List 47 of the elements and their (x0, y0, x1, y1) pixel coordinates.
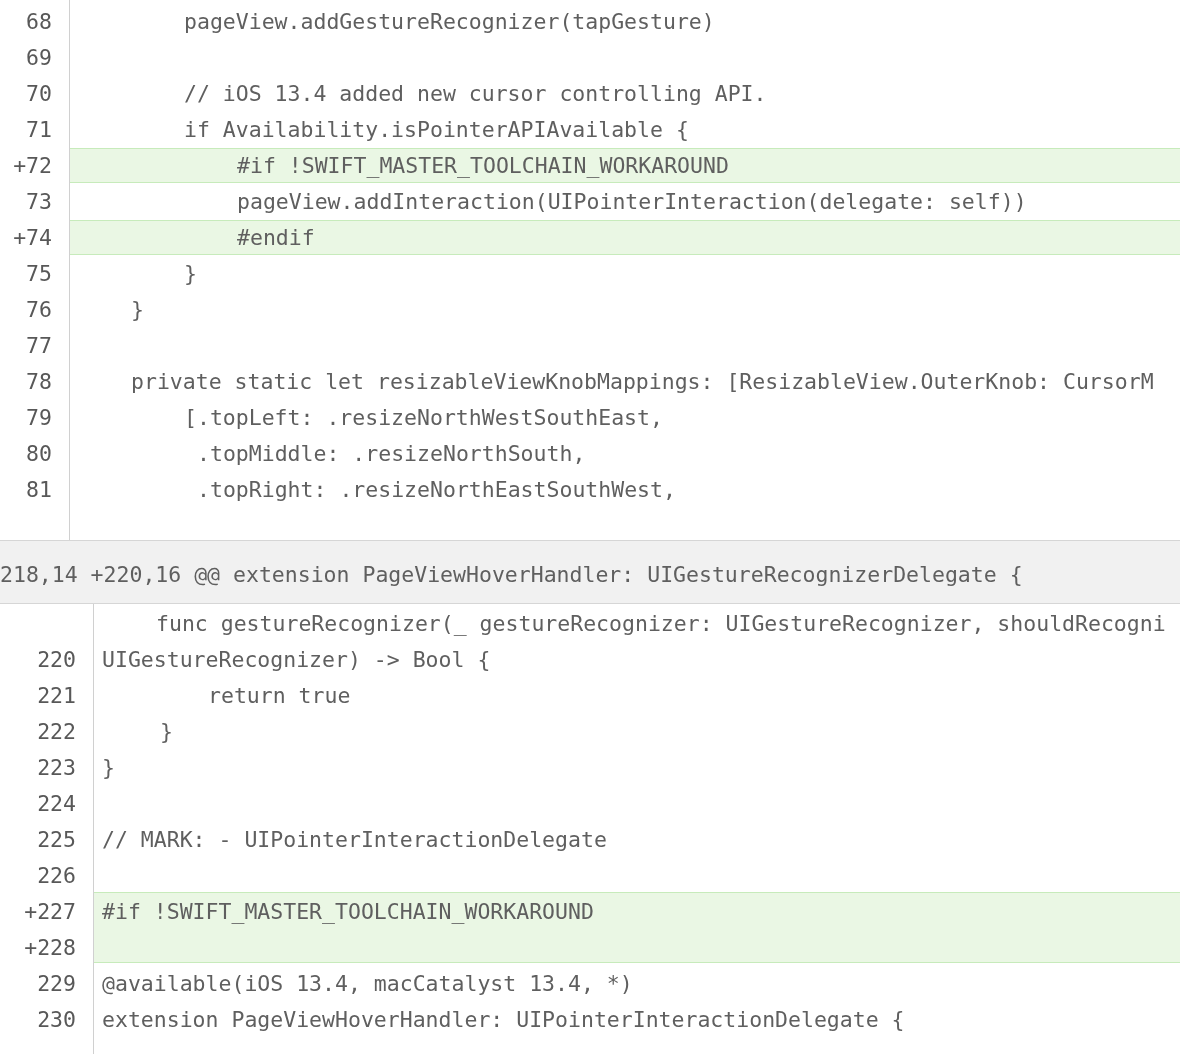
code-line: UIGestureRecognizer) -> Bool { (102, 647, 491, 673)
line-number: 220 (37, 647, 76, 673)
line-number: 224 (37, 791, 76, 817)
line-number: 226 (37, 863, 76, 889)
code-line: #endif (237, 225, 315, 251)
code-line: private static let resizableViewKnobMappings: [ResizableView.OuterKnob: CursorM (131, 369, 1154, 395)
code-line: #if !SWIFT_MASTER_TOOLCHAIN_WORKAROUND (102, 899, 594, 925)
code-line: // iOS 13.4 added new cursor controlling API. (184, 81, 767, 107)
line-number: 225 (37, 827, 76, 853)
code-line: // MARK: - UIPointerInteractionDelegate (102, 827, 607, 853)
line-number: 229 (37, 971, 76, 997)
code-line: extension PageViewHoverHandler: UIPointerInteractionDelegate { (102, 1007, 905, 1033)
line-number: 221 (37, 683, 76, 709)
code-line: .topRight: .resizeNorthEastSouthWest, (197, 477, 676, 503)
line-number: 73 (26, 189, 52, 215)
line-number: 68 (26, 9, 52, 35)
code-line: if Availability.isPointerAPIAvailable { (184, 117, 689, 143)
line-number: 223 (37, 755, 76, 781)
line-number: +228 (24, 935, 76, 961)
code-line: pageView.addInteraction(UIPointerInteraction(delegate: self)) (237, 189, 1027, 215)
code-line: } (184, 261, 197, 287)
code-line: .topMiddle: .resizeNorthSouth, (197, 441, 586, 467)
line-number: 81 (26, 477, 52, 503)
line-number: 77 (26, 333, 52, 359)
code-line: } (102, 755, 115, 781)
line-number: +72 (13, 153, 52, 179)
code-line: pageView.addGestureRecognizer(tapGesture) (184, 9, 715, 35)
code-line: #if !SWIFT_MASTER_TOOLCHAIN_WORKAROUND (237, 153, 729, 179)
code-line: } (160, 719, 173, 745)
code-line: @available(iOS 13.4, macCatalyst 13.4, *) (102, 971, 633, 997)
line-number: 76 (26, 297, 52, 323)
line-number: 70 (26, 81, 52, 107)
code-line: return true (208, 683, 351, 709)
line-number: 222 (37, 719, 76, 745)
line-number: +74 (13, 225, 52, 251)
line-number: +227 (24, 899, 76, 925)
line-number: 80 (26, 441, 52, 467)
line-number: 230 (37, 1007, 76, 1033)
line-number: 79 (26, 405, 52, 431)
hunk-header-text: 218,14 +220,16 @@ extension PageViewHoverHandler: UIGestureRecognizerDelegate { (0, 562, 1023, 588)
code-line: [.topLeft: .resizeNorthWestSouthEast, (184, 405, 663, 431)
line-number: 71 (26, 117, 52, 143)
code-line: func gestureRecognizer(_ gestureRecognizer: UIGestureRecognizer, shouldRecogni (156, 611, 1166, 637)
line-number: 69 (26, 45, 52, 71)
line-number: 75 (26, 261, 52, 287)
code-line: } (131, 297, 144, 323)
line-number: 78 (26, 369, 52, 395)
